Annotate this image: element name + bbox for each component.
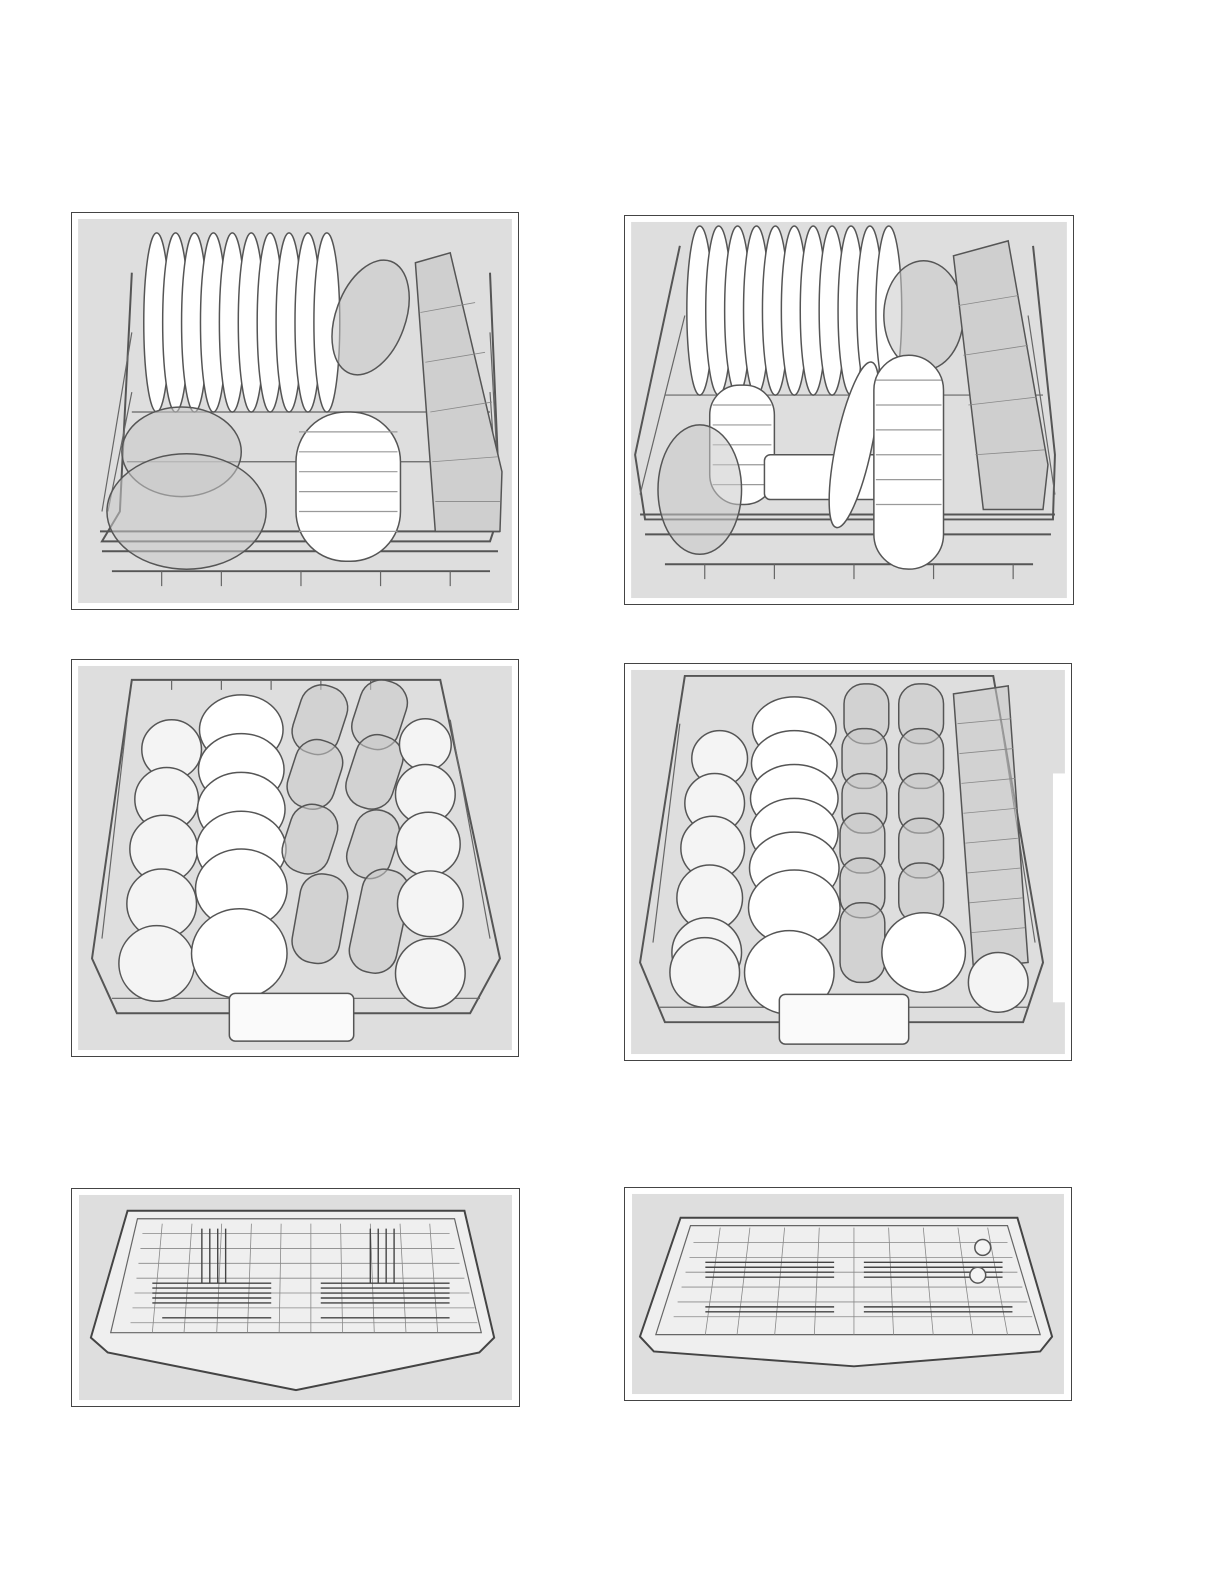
rack-handle bbox=[229, 993, 353, 1041]
plates-row bbox=[144, 233, 340, 412]
upper-rack-cups-glasses-tray-illustration bbox=[624, 663, 1072, 1061]
rack-handle bbox=[779, 994, 908, 1044]
stacked-plates-center bbox=[296, 412, 400, 561]
saucers-column bbox=[192, 695, 288, 998]
cutlery-drawer-large-illustration bbox=[71, 1188, 520, 1407]
bowl-upright bbox=[884, 261, 964, 370]
cutlery-drawer-variant-image bbox=[625, 1188, 1071, 1400]
dishwasher-lower-rack-image bbox=[72, 213, 518, 609]
saucers-column bbox=[745, 697, 841, 1014]
stacked-plates-right bbox=[874, 355, 944, 569]
upper-rack-cups-glasses-illustration bbox=[71, 659, 519, 1057]
dishwasher-upper-rack-variant-image bbox=[625, 664, 1071, 1060]
lower-rack-plates-serving-dish-illustration bbox=[624, 215, 1074, 605]
dishwasher-upper-rack-image bbox=[72, 660, 518, 1056]
cutlery-drawer-flat-illustration bbox=[624, 1187, 1072, 1401]
lower-rack-plates-bowls-illustration bbox=[71, 212, 519, 610]
cups-right-corner bbox=[968, 953, 1028, 1013]
cutlery-drawer-image bbox=[72, 1189, 519, 1406]
dishwasher-lower-rack-variant-image bbox=[625, 216, 1073, 604]
